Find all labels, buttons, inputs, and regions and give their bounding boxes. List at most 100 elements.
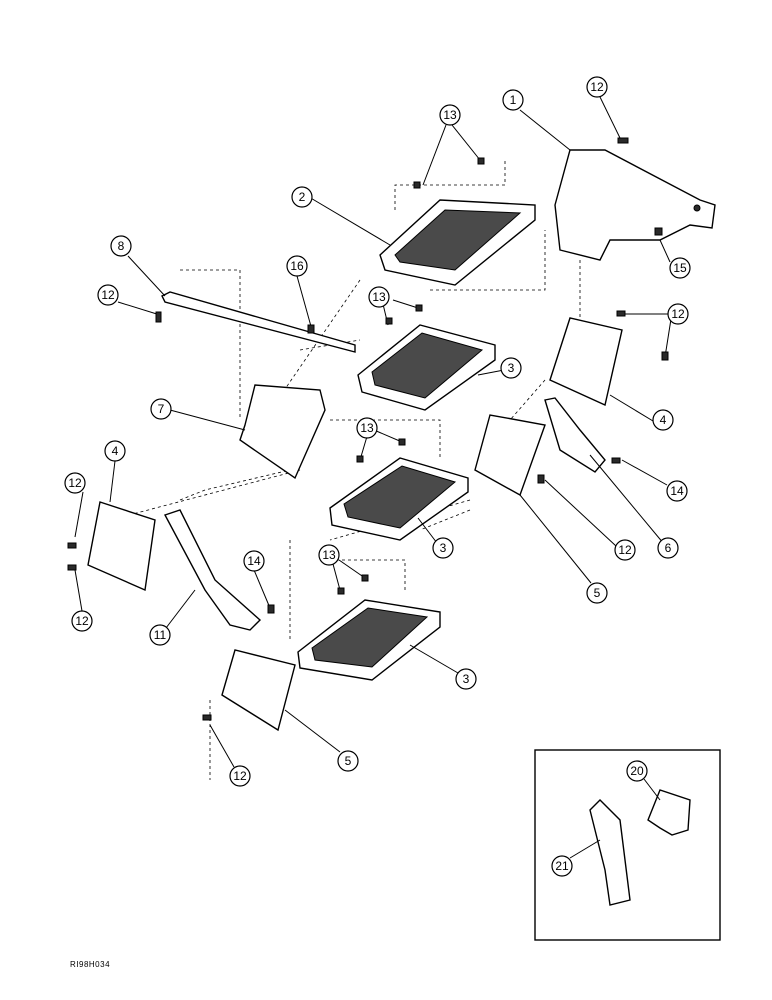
callout-balloon-13: 13 xyxy=(356,417,378,439)
bolt-icon xyxy=(67,564,77,571)
callout-label: 3 xyxy=(463,672,470,686)
step-tread-part-3-middle xyxy=(329,457,469,541)
fastener-hardware xyxy=(67,137,669,721)
callout-balloon-1: 1 xyxy=(502,89,524,111)
callout-label: 3 xyxy=(508,361,515,375)
callout-label: 15 xyxy=(673,261,687,275)
callout-balloon-4: 4 xyxy=(104,440,126,462)
panel-part-7 xyxy=(239,384,326,480)
callout-label: 4 xyxy=(660,413,667,427)
callout-label: 12 xyxy=(590,80,604,94)
callout-label: 16 xyxy=(290,259,304,273)
callout-label: 3 xyxy=(440,541,447,555)
inset-frame xyxy=(534,749,721,941)
callout-balloon-7: 7 xyxy=(150,398,172,420)
callout-label: 4 xyxy=(112,444,119,458)
bolt-icon xyxy=(617,137,629,144)
callout-label: 13 xyxy=(372,290,386,304)
callout-balloon-13: 13 xyxy=(439,104,461,126)
step-tread-part-2 xyxy=(379,199,536,286)
callout-label: 2 xyxy=(299,190,306,204)
bolt-icon xyxy=(537,474,545,484)
plate-part-4-right xyxy=(549,317,623,406)
callout-label: 14 xyxy=(670,484,684,498)
bracket-part-21 xyxy=(589,799,631,906)
callout-label: 12 xyxy=(75,614,89,628)
nut-icon xyxy=(415,304,423,312)
callout-label: 12 xyxy=(233,769,247,783)
callout-label: 12 xyxy=(671,307,685,321)
bolt-icon xyxy=(202,714,212,721)
bracket-part-11 xyxy=(163,509,262,631)
rod-part-8 xyxy=(161,291,356,353)
callout-label: 13 xyxy=(322,548,336,562)
callout-label: 12 xyxy=(101,288,115,302)
callout-balloon-4: 4 xyxy=(652,409,674,431)
callout-balloon-3: 3 xyxy=(500,357,522,379)
callout-label: 12 xyxy=(68,476,82,490)
nut-icon xyxy=(385,317,393,325)
callout-balloon-21: 21 xyxy=(551,855,573,877)
drawing-code: RI98H034 xyxy=(70,960,111,969)
callout-balloon-12: 12 xyxy=(586,76,608,98)
callout-balloon-13: 13 xyxy=(368,286,390,308)
bolt-icon xyxy=(654,227,663,236)
callout-balloon-3: 3 xyxy=(455,668,477,690)
plate-part-20 xyxy=(647,789,691,836)
bolt-icon xyxy=(611,457,621,464)
nut-icon xyxy=(356,455,364,463)
callout-label: 11 xyxy=(154,628,167,642)
nut-icon xyxy=(413,181,421,189)
callout-label: 12 xyxy=(618,543,632,557)
bracket-part-1 xyxy=(554,149,716,261)
bolt-icon xyxy=(661,351,669,361)
callout-label: 20 xyxy=(630,764,644,778)
callout-balloon-11: 11 xyxy=(149,624,171,646)
callout-balloon-14: 14 xyxy=(666,480,688,502)
callout-label: 7 xyxy=(158,402,165,416)
callout-label: 14 xyxy=(247,554,261,568)
plate-part-4-left xyxy=(87,501,156,592)
callout-label: 1 xyxy=(510,93,517,107)
callout-label: 21 xyxy=(555,859,569,873)
callout-balloon-12: 12 xyxy=(71,610,93,632)
callout-balloon-8: 8 xyxy=(110,235,132,257)
callout-balloon-14: 14 xyxy=(243,550,265,572)
callout-balloon-13: 13 xyxy=(318,544,340,566)
plate-part-5-upper xyxy=(474,414,546,497)
callout-balloon-5: 5 xyxy=(586,582,608,604)
callout-balloon-12: 12 xyxy=(64,472,86,494)
callout-balloon-15: 15 xyxy=(669,257,691,279)
callout-balloon-2: 2 xyxy=(291,186,313,208)
callout-label: 13 xyxy=(360,421,374,435)
bracket-part-6 xyxy=(544,397,606,473)
nut-icon xyxy=(398,438,406,446)
callout-label: 6 xyxy=(665,541,672,555)
plate-part-5-lower xyxy=(221,649,296,732)
callout-balloon-20: 20 xyxy=(626,760,648,782)
leader-lines xyxy=(74,96,672,859)
bolt-hole xyxy=(693,204,701,212)
step-tread-part-3-lower xyxy=(297,599,441,681)
bolt-icon xyxy=(67,542,77,549)
callout-label: 5 xyxy=(345,754,352,768)
callout-balloon-12: 12 xyxy=(97,284,119,306)
callout-balloon-12: 12 xyxy=(667,303,689,325)
bolt-icon xyxy=(307,324,315,334)
callout-balloon-5: 5 xyxy=(337,750,359,772)
callout-balloon-16: 16 xyxy=(286,255,308,277)
callout-balloon-12: 12 xyxy=(229,765,251,787)
nut-icon xyxy=(361,574,369,582)
callout-balloon-3: 3 xyxy=(432,537,454,559)
bolt-icon xyxy=(616,310,626,317)
step-tread-part-3-upper xyxy=(357,324,496,411)
bolt-icon xyxy=(267,604,275,614)
callout-balloon-6: 6 xyxy=(657,537,679,559)
nut-icon xyxy=(337,587,345,595)
callout-label: 5 xyxy=(594,586,601,600)
callout-label: 8 xyxy=(118,239,125,253)
nut-icon xyxy=(477,157,485,165)
callout-label: 13 xyxy=(443,108,457,122)
